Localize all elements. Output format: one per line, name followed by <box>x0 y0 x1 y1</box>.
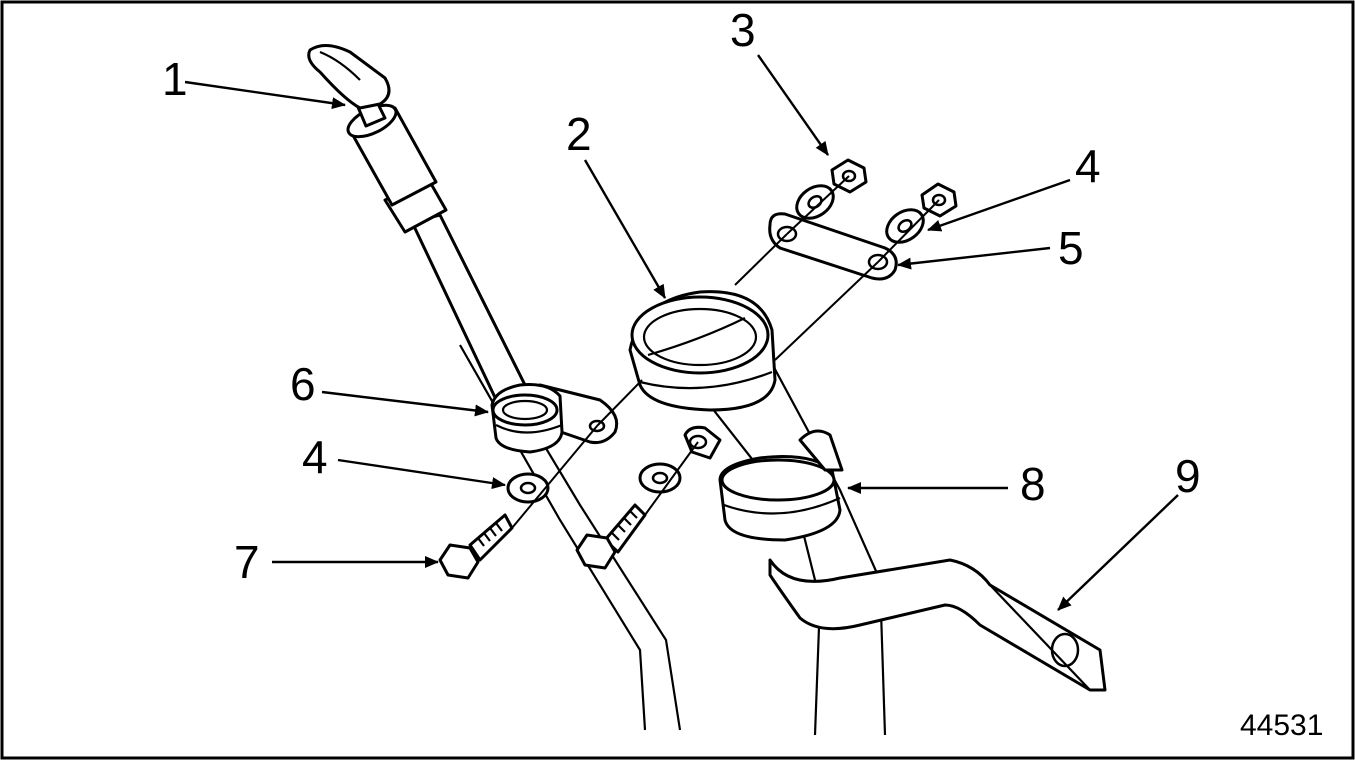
callout-2: 2 <box>566 108 592 160</box>
leader-4-lower <box>337 458 506 490</box>
leader-2 <box>583 159 667 299</box>
assembly-lines <box>511 175 940 529</box>
link-plate <box>768 212 898 281</box>
callout-7: 7 <box>234 536 260 588</box>
washer-lower-right <box>638 462 682 494</box>
filler-tube <box>628 290 887 736</box>
figure-number: 44531 <box>1240 709 1323 742</box>
leader-1 <box>184 80 346 110</box>
leader-9 <box>1057 494 1179 611</box>
callout-8: 8 <box>1020 458 1046 510</box>
tube-clamp-large <box>683 425 844 542</box>
washer-upper-left <box>795 184 835 220</box>
tube-clamp <box>490 383 619 454</box>
callout-labels: 1 2 3 4 5 6 4 7 8 9 <box>162 4 1201 588</box>
callout-3: 3 <box>730 4 756 56</box>
callout-5: 5 <box>1058 222 1084 274</box>
leader-lines <box>184 54 1179 611</box>
callout-4-lower: 4 <box>302 431 328 483</box>
leader-6 <box>321 390 489 417</box>
washer-lower-left <box>506 472 550 504</box>
callout-9: 9 <box>1175 450 1201 502</box>
support-strap <box>768 558 1107 692</box>
dipstick-handle <box>307 44 391 110</box>
leader-3 <box>757 54 829 156</box>
leader-4-upper <box>927 178 1071 232</box>
callout-1: 1 <box>162 53 188 105</box>
bolt-left <box>438 513 514 580</box>
washer-upper-right <box>885 208 925 244</box>
leader-5 <box>897 246 1051 270</box>
callout-4-upper: 4 <box>1075 140 1101 192</box>
callout-6: 6 <box>290 358 316 410</box>
